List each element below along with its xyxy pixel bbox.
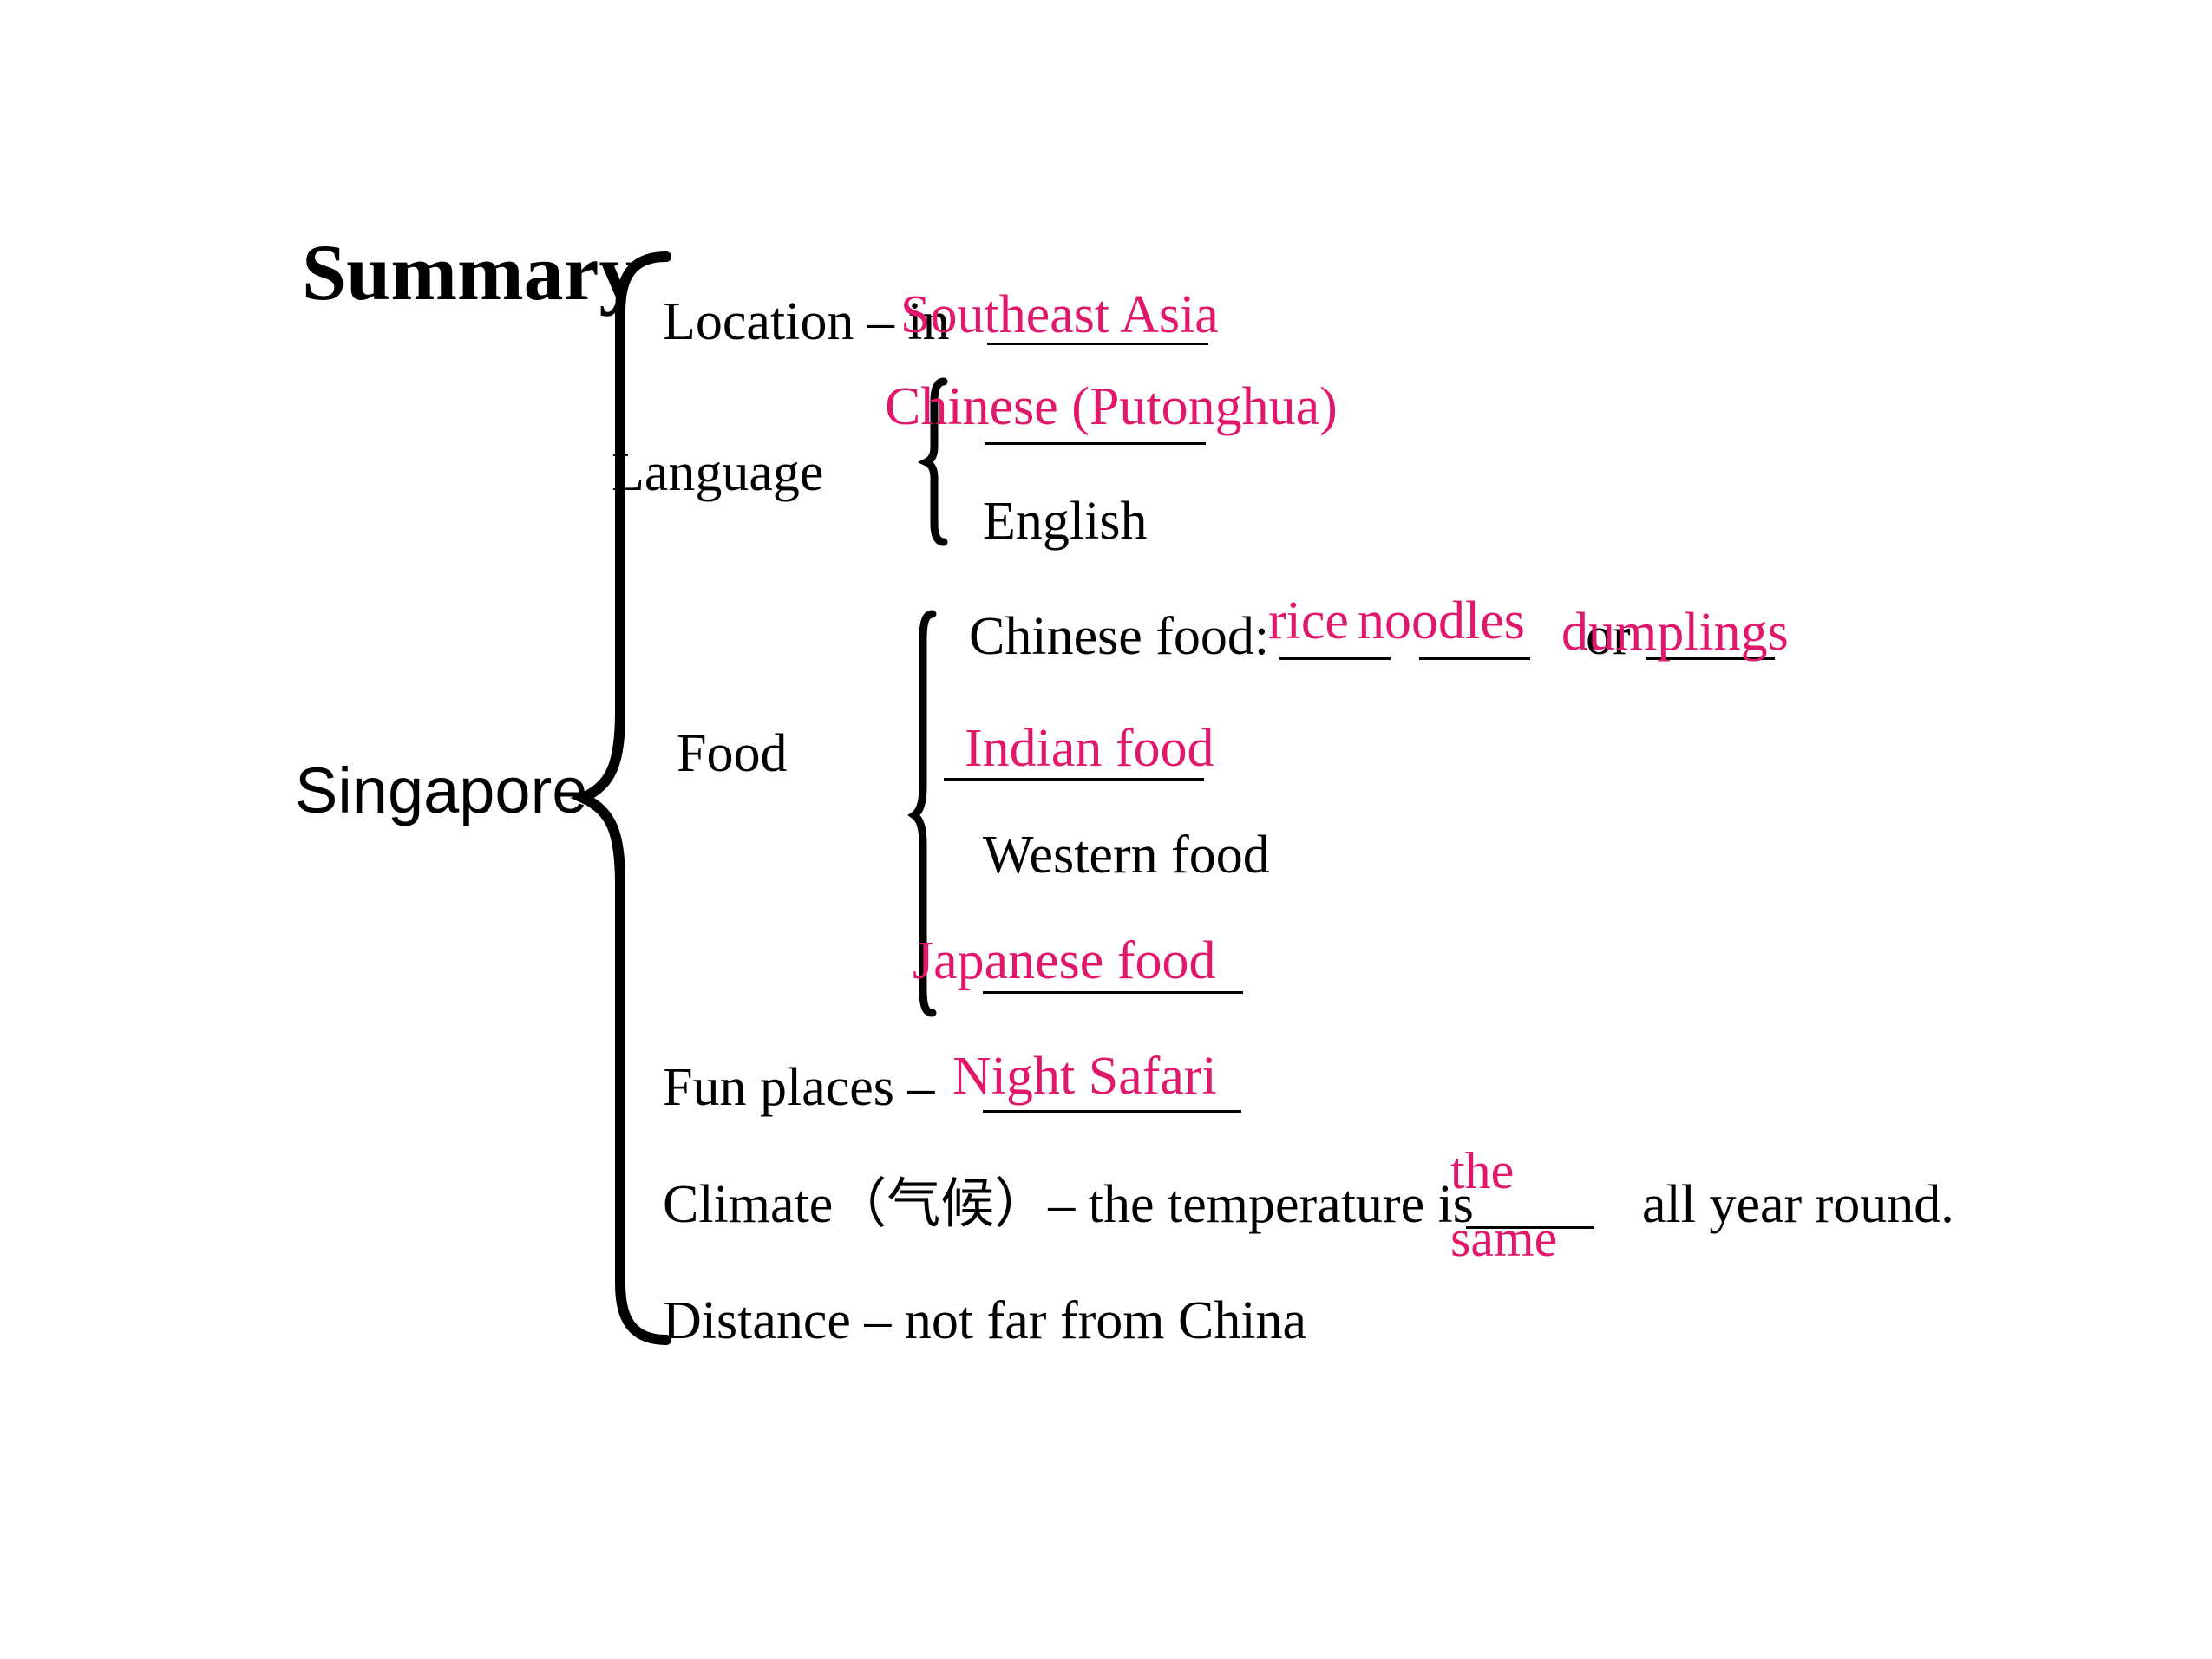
location-answer: Southeast Asia bbox=[900, 285, 1219, 344]
chinese-food-label: Chinese food: bbox=[969, 607, 1270, 666]
food-item4-answer: Japanese food bbox=[913, 931, 1216, 990]
language-label: Language bbox=[612, 443, 824, 502]
climate-blank bbox=[1466, 1226, 1594, 1229]
food-brace bbox=[907, 610, 937, 1017]
page-title: Summary bbox=[302, 228, 639, 317]
language-blank bbox=[985, 442, 1206, 445]
chinese-food-answer-dumplings: dumplings bbox=[1561, 603, 1789, 662]
language-brace bbox=[917, 377, 948, 546]
root-node-singapore: Singapore bbox=[295, 754, 588, 826]
chinese-food-answer-noodles: noodles bbox=[1358, 591, 1525, 650]
fun-places-answer: Night Safari bbox=[952, 1047, 1217, 1106]
food-item-western: Western food bbox=[983, 826, 1270, 885]
language-item-english: English bbox=[983, 492, 1148, 551]
food-item2-blank bbox=[944, 778, 1204, 781]
distance-label: Distance – not far from China bbox=[663, 1291, 1307, 1350]
fun-places-label: Fun places – bbox=[663, 1058, 935, 1117]
location-blank bbox=[987, 343, 1208, 345]
food-item2-answer: Indian food bbox=[965, 719, 1214, 778]
climate-suffix: all year round. bbox=[1642, 1175, 1954, 1234]
chinese-food-blank-1 bbox=[1279, 657, 1391, 660]
chinese-food-blank-3 bbox=[1646, 657, 1775, 660]
language-answer: Chinese (Putonghua) bbox=[885, 377, 1338, 436]
chinese-food-answer-rice: rice bbox=[1268, 591, 1349, 650]
chinese-food-or: or bbox=[1586, 607, 1631, 666]
food-item4-blank bbox=[983, 991, 1243, 994]
climate-label: Climate（气候）– the temperature is bbox=[663, 1175, 1474, 1234]
climate-answer-line1: the bbox=[1450, 1142, 1515, 1199]
climate-answer-line2: same bbox=[1450, 1210, 1558, 1267]
food-label: Food bbox=[677, 724, 788, 783]
chinese-food-blank-2 bbox=[1419, 657, 1530, 660]
main-brace bbox=[570, 251, 671, 1345]
location-label: Location – in bbox=[663, 292, 950, 351]
fun-places-blank bbox=[983, 1110, 1241, 1113]
